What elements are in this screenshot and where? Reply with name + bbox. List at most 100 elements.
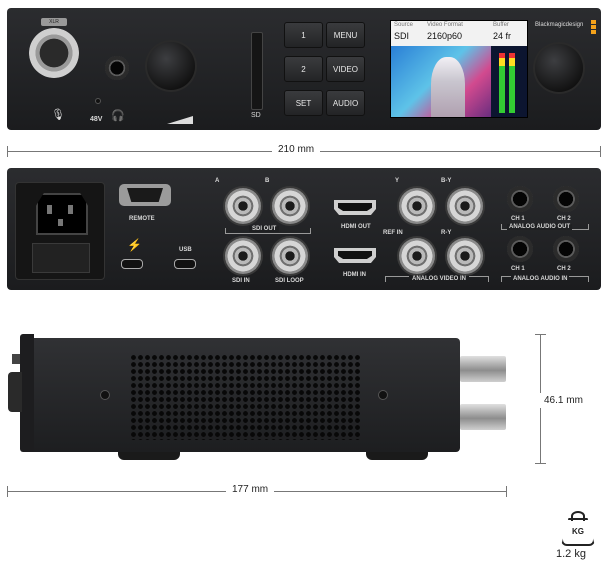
hdmi-out-port [334, 200, 376, 215]
side-bnc-upper [460, 356, 506, 382]
side-front-bezel [20, 334, 34, 452]
lcd-source-value: SDI [394, 31, 410, 41]
b-y-label: B-Y [441, 178, 452, 184]
power-socket [36, 193, 88, 235]
side-foot-right [366, 452, 428, 460]
sdi-in-connector [225, 238, 261, 274]
depth-dimension-tick-right [506, 486, 507, 497]
lcd-header [391, 21, 527, 46]
audio-meter-left [499, 53, 505, 113]
audio-in-ch2-label: CH 2 [557, 266, 571, 272]
weight-icon-label: KG [572, 527, 584, 536]
y-label: Y [395, 178, 400, 184]
b-y-connector [447, 188, 483, 224]
depth-dimension-tick-left [7, 486, 8, 497]
height-dimension: 46.1 mm [540, 393, 587, 408]
menu-button[interactable]: MENU [326, 22, 365, 48]
side-screw-right [378, 390, 388, 400]
side-view [0, 330, 608, 470]
height-dimension-tick-top [535, 334, 546, 335]
lcd-buffer-label: Buffer [493, 22, 509, 28]
vent-grille [130, 354, 360, 440]
r-y-connector [447, 238, 483, 274]
hdmi-in-port [334, 248, 376, 263]
lcd-buffer-value: 24 fr [493, 31, 512, 41]
audio-out-ch2-label: CH 2 [557, 216, 571, 222]
xlr-badge: XLR [41, 18, 67, 26]
microphone-icon: 🎙 [51, 109, 65, 121]
button-2[interactable]: 2 [284, 56, 323, 82]
lcd-person-silhouette [431, 57, 465, 117]
ref-in-label: REF IN [383, 230, 403, 236]
hdmi-out-label: HDMI OUT [341, 224, 371, 230]
power-pin-left [47, 205, 52, 214]
led-indicator [95, 98, 101, 104]
side-foot-left [118, 452, 180, 460]
button-1[interactable]: 1 [284, 22, 323, 48]
sdi-loop-connector [272, 238, 308, 274]
label-48v: 48V [90, 116, 103, 123]
lcd-format-label: Video Format [427, 22, 463, 28]
depth-dimension: 177 mm [226, 484, 275, 495]
side-screw-left [100, 390, 110, 400]
sd-card-slot[interactable] [251, 32, 263, 110]
lcd-source-label: Source [394, 22, 414, 28]
front-panel: XLR 🎙 48V 🎧 SD 1 MENU 2 VIDEO SET AUDIO … [7, 8, 601, 130]
analog-audio-out-ch1-jack [507, 186, 533, 212]
brand-logo: Blackmagicdesign [535, 22, 584, 28]
volume-knob[interactable] [147, 42, 195, 90]
width-dimension-tick-left [7, 146, 8, 157]
r-y-label: R-Y [441, 230, 452, 236]
sd-label: SD [251, 112, 261, 119]
analog-audio-in-ch2-jack [553, 236, 579, 262]
set-button[interactable]: SET [284, 90, 323, 116]
xlr-connector [29, 28, 79, 78]
volume-ramp-icon [167, 116, 193, 124]
power-inlet [15, 182, 105, 280]
sdi-out-label: SDI OUT [249, 226, 280, 232]
sdi-loop-label: SDI LOOP [275, 278, 304, 284]
side-bnc-lower [460, 404, 506, 430]
brand-dots-icon [591, 20, 596, 34]
control-knob[interactable] [535, 44, 583, 92]
weight-icon-handle [571, 511, 585, 521]
audio-meter-right [509, 53, 515, 113]
lcd-screen: Source SDI Video Format 2160p60 Buffer 2… [390, 20, 528, 118]
power-latch [32, 243, 90, 273]
side-knob-profile [8, 372, 22, 412]
lcd-format-value: 2160p60 [427, 31, 463, 41]
analog-video-in-label: ANALOG VIDEO IN [409, 276, 470, 282]
headphone-jack [105, 56, 129, 80]
side-xlr-profile [12, 354, 20, 364]
sdi-a-label: A [215, 178, 220, 184]
audio-out-ch1-label: CH 1 [511, 216, 525, 222]
analog-audio-out-label: ANALOG AUDIO OUT [507, 224, 573, 230]
sdi-out-b-connector [272, 188, 308, 224]
remote-label: REMOTE [129, 216, 155, 222]
thunderbolt-icon: ⚡ [127, 238, 142, 252]
headphone-icon: 🎧 [111, 110, 125, 122]
ref-in-connector [399, 238, 435, 274]
usb-label: USB [179, 247, 192, 253]
thunderbolt-port [121, 259, 143, 269]
weight-value: 1.2 kg [556, 548, 586, 560]
remote-port-inner [127, 188, 163, 202]
width-dimension-tick-right [600, 146, 601, 157]
sdi-b-label: B [265, 178, 270, 184]
rear-panel: REMOTE ⚡ USB A B SDI OUT SDI IN SDI LOOP… [7, 168, 601, 290]
audio-in-ch1-label: CH 1 [511, 266, 525, 272]
remote-port [119, 184, 171, 206]
sdi-out-bracket [225, 228, 311, 234]
usb-port [174, 259, 196, 269]
audio-button[interactable]: AUDIO [326, 90, 365, 116]
width-dimension: 210 mm [272, 144, 321, 155]
video-button[interactable]: VIDEO [326, 56, 365, 82]
analog-audio-out-ch2-jack [553, 186, 579, 212]
power-pin-right [68, 205, 73, 214]
sdi-out-a-connector [225, 188, 261, 224]
height-dimension-tick-bottom [535, 463, 546, 464]
analog-audio-in-label: ANALOG AUDIO IN [511, 276, 570, 282]
analog-audio-in-ch1-jack [507, 236, 533, 262]
y-connector [399, 188, 435, 224]
sdi-in-label: SDI IN [232, 278, 250, 284]
